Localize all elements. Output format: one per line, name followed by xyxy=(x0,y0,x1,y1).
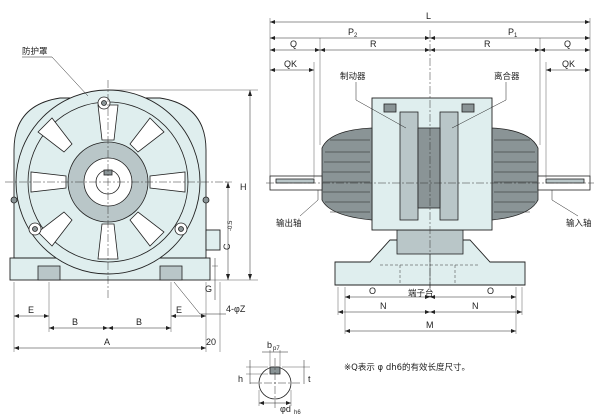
cover-label: 防护罩 xyxy=(22,46,48,57)
side-view: 制动器 离合器 输出轴 输入轴 端子台 xyxy=(266,30,594,299)
top-bolt-right xyxy=(461,103,475,113)
clutch-fin-lines xyxy=(494,139,537,213)
clutch-disc xyxy=(439,111,459,221)
clutch-label: 离合器 xyxy=(494,71,520,82)
cover-leader xyxy=(22,56,89,97)
dim-N-left: N xyxy=(380,301,387,311)
dim-P2: P xyxy=(348,27,354,37)
foot-left xyxy=(37,265,61,281)
dim-P1-sub: 1 xyxy=(514,33,518,39)
dim-R-right: R xyxy=(484,39,491,49)
dim-P2-sub: 2 xyxy=(354,33,358,39)
input-keyway xyxy=(545,178,585,184)
cover-bolts xyxy=(10,96,210,236)
keyway-h: h xyxy=(238,374,243,384)
dim-20: 20 xyxy=(206,337,216,347)
dim-M: M xyxy=(426,320,434,330)
front-dimensions: H C -0.5 G E B B E A 20 4-φZ xyxy=(13,89,258,352)
foot-right xyxy=(159,265,183,281)
keyway-note: ※Q表示 φ dh6的有效长度尺寸。 xyxy=(344,362,470,373)
input-shaft-label: 输入轴 xyxy=(566,218,592,229)
keyway-bp: b xyxy=(267,340,272,350)
clutch-fins xyxy=(491,127,539,221)
dim-E-right: E xyxy=(176,305,182,315)
brake-fins xyxy=(321,127,373,221)
dim-O-right: O xyxy=(487,286,494,296)
center-armature xyxy=(417,127,441,209)
dim-Q-left: Q xyxy=(290,39,297,49)
keyway-t: t xyxy=(308,374,311,384)
dim-Q-right: Q xyxy=(564,39,571,49)
dim-P1: P xyxy=(508,27,514,37)
output-keyway xyxy=(275,178,315,184)
keyway-d-sub: h6 xyxy=(294,410,301,416)
front-view: 防护罩 xyxy=(5,46,228,300)
keyway-bp-sub: p7 xyxy=(273,346,280,352)
side-dimensions: L P 2 P 1 Q R R Q QK QK O O N N xyxy=(269,11,591,334)
brake-label: 制动器 xyxy=(340,71,366,82)
dim-O-left: O xyxy=(369,286,376,296)
brake-disc xyxy=(399,111,419,221)
dim-G: G xyxy=(205,284,212,294)
terminal-label: 端子台 xyxy=(408,288,434,299)
brake-fin-lines xyxy=(323,139,370,213)
top-bolt-left xyxy=(383,103,397,113)
dim-C-tolerance: -0.5 xyxy=(228,220,234,231)
keyway-d: φd xyxy=(280,404,291,414)
dim-N-right: N xyxy=(472,301,479,311)
dim-A: A xyxy=(104,337,110,347)
output-shaft-label: 输出轴 xyxy=(276,218,302,229)
dim-B-left: B xyxy=(72,317,78,327)
input-shaft-leader xyxy=(551,190,579,217)
terminal-box-front xyxy=(205,229,221,251)
dim-H: H xyxy=(240,182,247,192)
dim-B-right: B xyxy=(136,317,142,327)
dim-bolt: 4-φZ xyxy=(226,304,246,314)
dim-L: L xyxy=(426,11,431,21)
dim-E-left: E xyxy=(28,305,34,315)
dim-R-left: R xyxy=(370,39,377,49)
dim-C: C xyxy=(222,243,232,250)
dim-QK-left: QK xyxy=(284,59,297,69)
dim-QK-right: QK xyxy=(562,59,575,69)
brake-leader xyxy=(355,82,407,129)
output-shaft-leader xyxy=(299,190,319,217)
clutch-leader xyxy=(451,82,507,129)
bolt-leader xyxy=(173,281,226,315)
keyway-detail: b p7 h t φd h6 ※Q表示 φ dh6的有效长度尺寸。 xyxy=(238,340,470,416)
